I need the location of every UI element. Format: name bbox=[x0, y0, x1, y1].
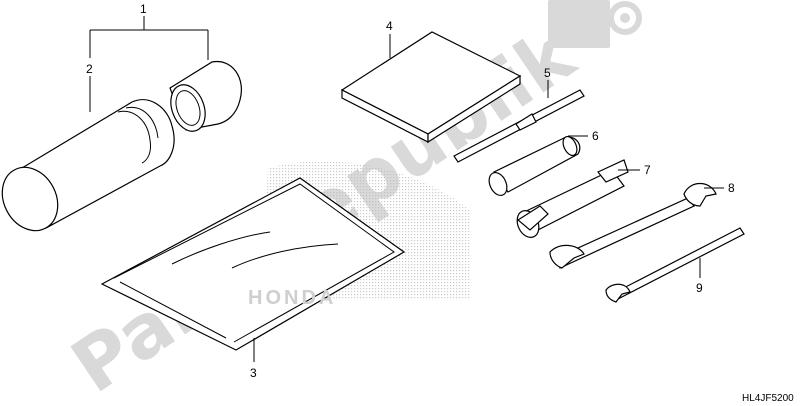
printed-brand: HONDA bbox=[248, 287, 336, 309]
callout-1: 1 bbox=[140, 2, 147, 16]
tool-bag: HONDA bbox=[100, 177, 406, 351]
callout-4: 4 bbox=[386, 19, 393, 33]
tube-cap bbox=[169, 60, 242, 132]
socket-wrench bbox=[516, 159, 629, 238]
callout-7: 7 bbox=[644, 163, 651, 177]
callout-8: 8 bbox=[728, 181, 735, 195]
small-open-end-wrench bbox=[605, 227, 745, 303]
gear-icon bbox=[548, 0, 642, 48]
callout-5: 5 bbox=[544, 66, 551, 80]
callout-labels: 1 2 3 4 5 6 7 8 9 bbox=[86, 2, 735, 380]
leader-lines bbox=[89, 16, 724, 362]
callout-9: 9 bbox=[696, 281, 703, 295]
tool-tube bbox=[1, 99, 175, 232]
open-end-wrench bbox=[549, 182, 717, 269]
owners-manual bbox=[340, 31, 522, 144]
screwdriver-blade bbox=[453, 89, 585, 163]
callout-2: 2 bbox=[86, 62, 93, 76]
screwdriver-handle bbox=[488, 135, 581, 196]
diagram-code: HL4JF5200 bbox=[742, 393, 794, 404]
callout-3: 3 bbox=[250, 366, 257, 380]
callout-6: 6 bbox=[592, 129, 599, 143]
